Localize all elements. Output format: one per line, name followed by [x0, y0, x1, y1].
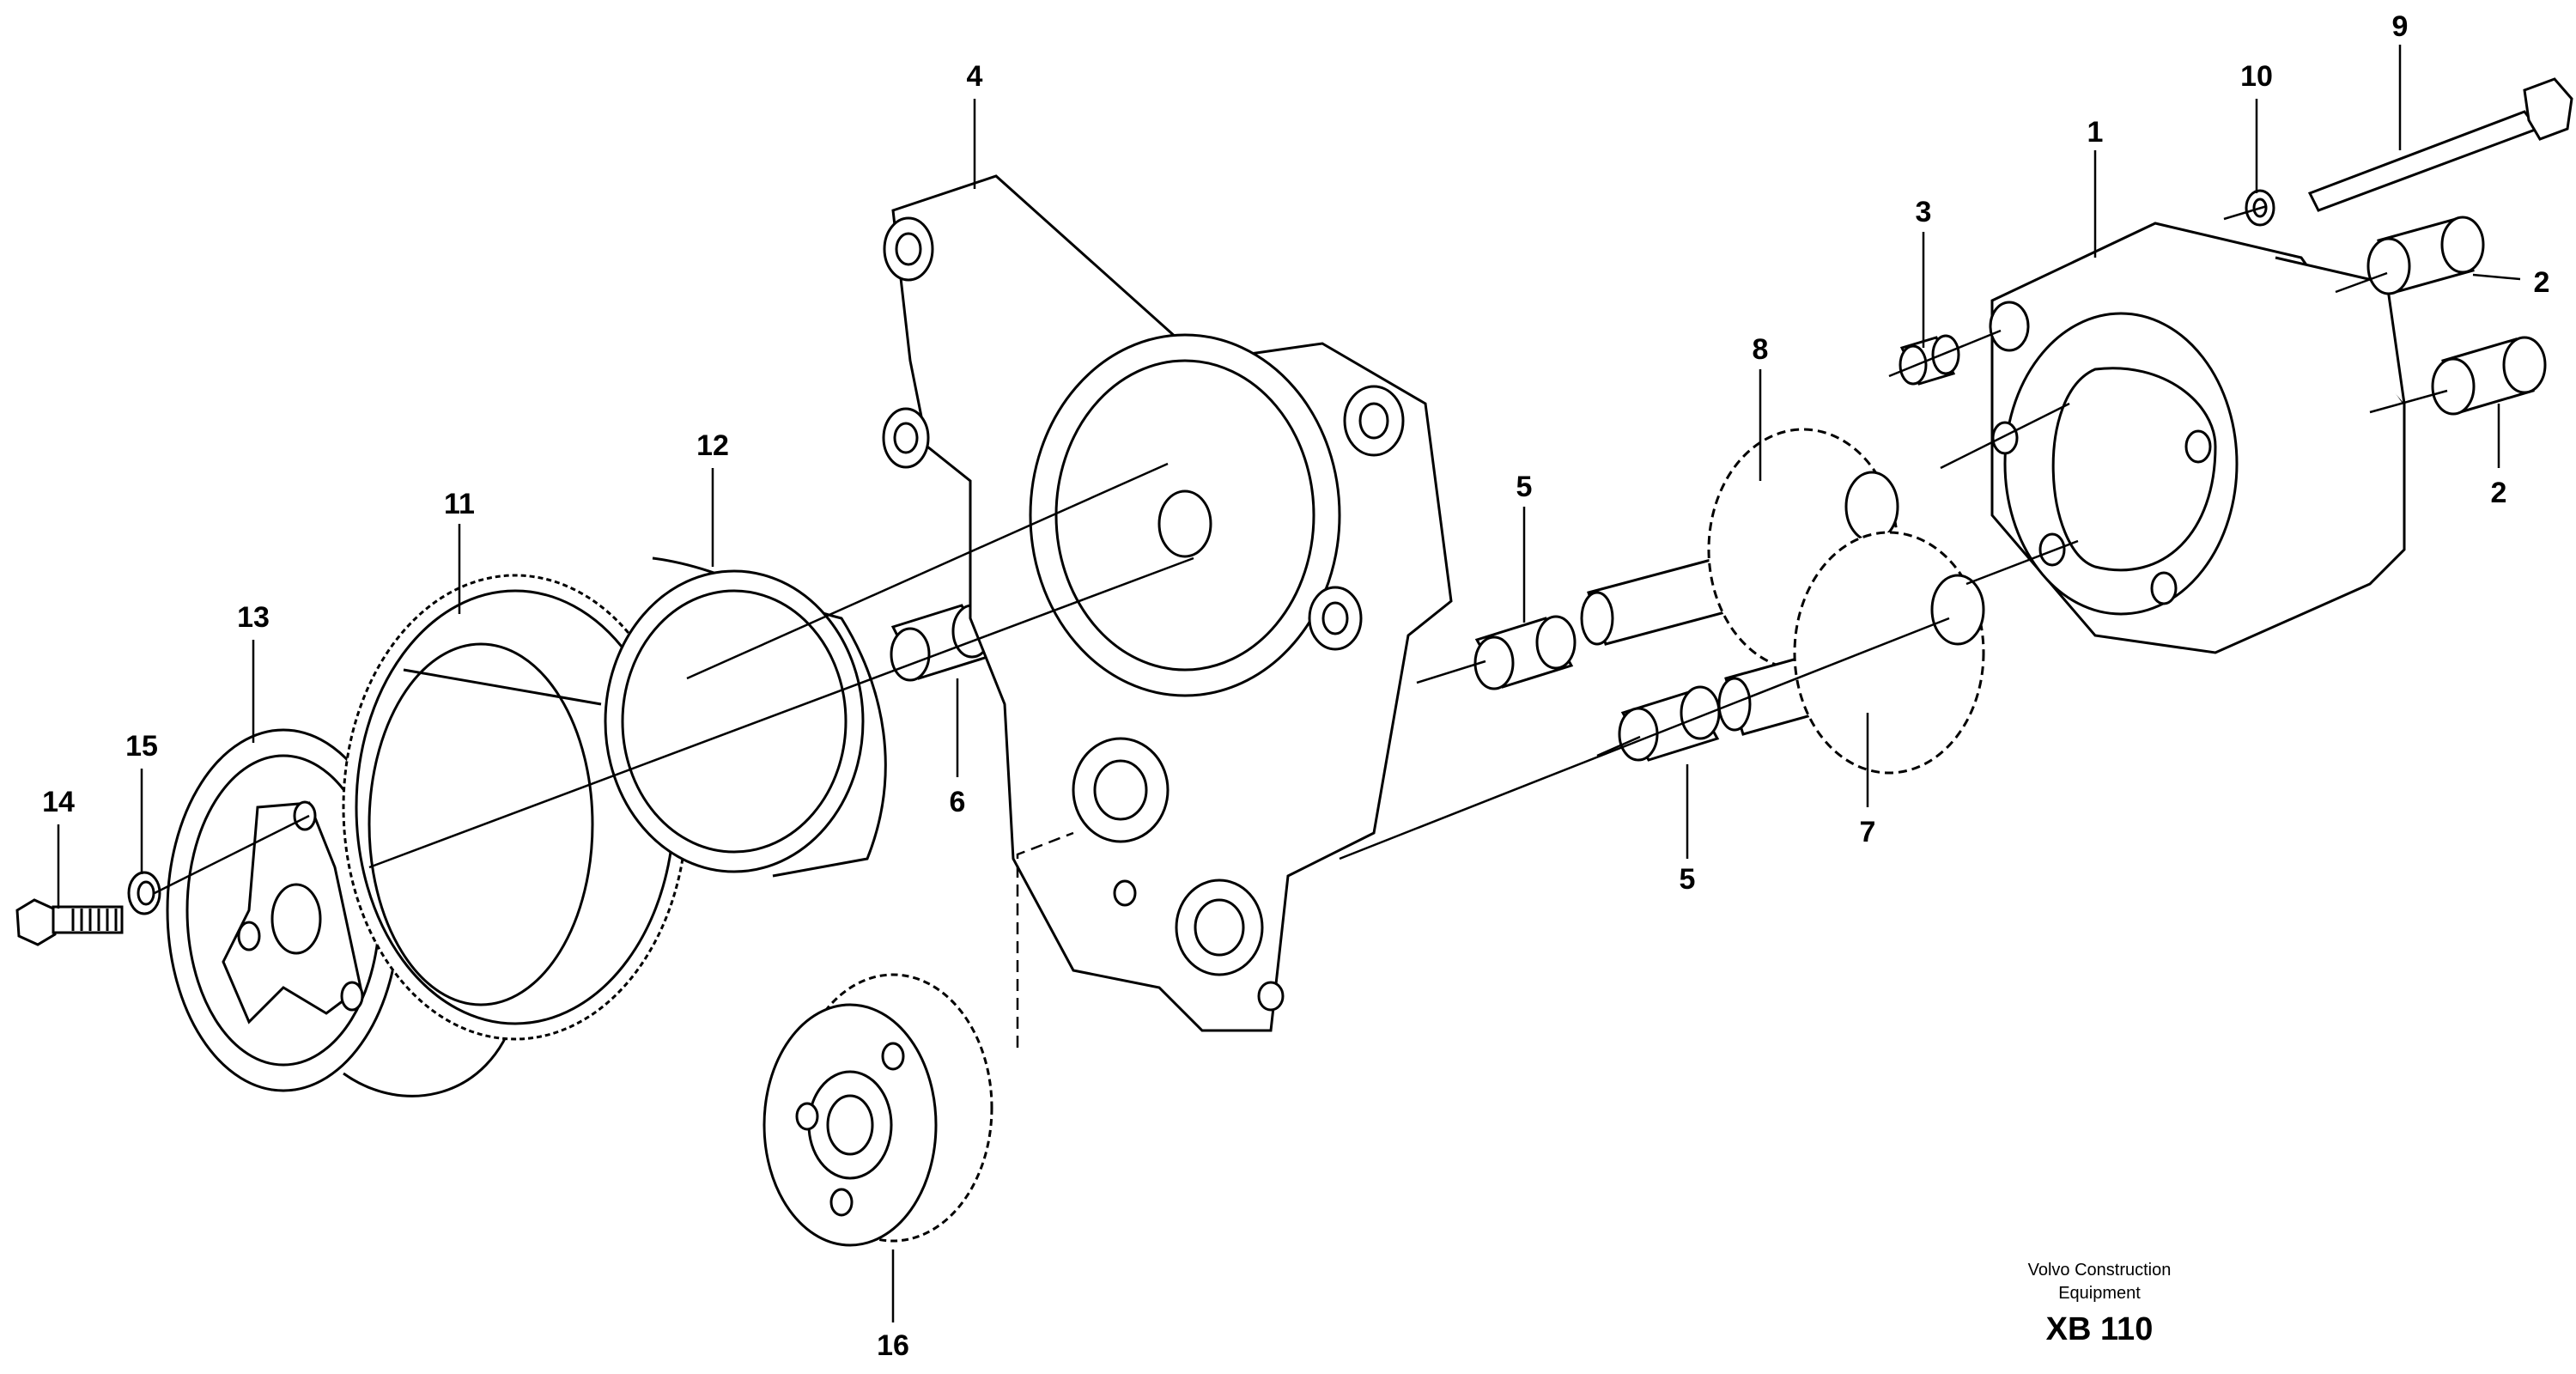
callout-1: 1 [2087, 116, 2104, 149]
caption-line-1: Volvo Construction [2028, 1261, 2172, 1280]
callout-13: 13 [237, 601, 270, 634]
callout-6: 6 [950, 786, 966, 818]
callout-5-upper: 5 [1516, 471, 1533, 503]
part-16-helical-gear [762, 973, 993, 1247]
callout-2-lower: 2 [2491, 477, 2507, 509]
callout-labels: 1 2 2 3 4 5 5 6 7 8 9 10 11 12 13 14 15 … [42, 10, 2549, 1362]
callout-4: 4 [967, 60, 983, 93]
callout-2-upper: 2 [2534, 266, 2550, 299]
part-4-housing [882, 174, 1453, 1032]
part-1-pump-cover [1989, 222, 2406, 654]
part-15-washer [127, 871, 161, 915]
part-5-bushing-lower [1618, 685, 1721, 762]
callout-3: 3 [1916, 196, 1932, 228]
gear-16-dashed-link [1016, 831, 1074, 1048]
callout-12: 12 [696, 429, 729, 462]
part-9-long-bolt [2307, 77, 2573, 212]
part-2-bushing-lower [2431, 336, 2547, 416]
caption-code: XB 110 [2046, 1311, 2154, 1347]
caption: Volvo Construction Equipment XB 110 [2028, 1261, 2172, 1347]
part-7-pump-gear [1717, 531, 1985, 775]
part-12-ring [604, 556, 887, 878]
callout-5-lower: 5 [1680, 863, 1696, 896]
part-14-bolt [15, 898, 124, 946]
callout-15: 15 [125, 730, 158, 763]
assembly-axis-lines [154, 204, 2448, 895]
part-11-large-gear [342, 574, 689, 1041]
callout-8: 8 [1753, 333, 1769, 366]
callout-10: 10 [2240, 60, 2273, 93]
callout-7: 7 [1860, 816, 1876, 848]
part-5-bushing-upper [1473, 615, 1577, 690]
part-2-bushing-upper [2366, 216, 2485, 295]
callout-16: 16 [877, 1329, 909, 1362]
callout-9: 9 [2392, 10, 2409, 43]
callout-14: 14 [42, 786, 75, 818]
callout-11: 11 [444, 488, 475, 520]
caption-line-2: Equipment [2058, 1284, 2141, 1303]
callout-leaders [57, 45, 2521, 1322]
